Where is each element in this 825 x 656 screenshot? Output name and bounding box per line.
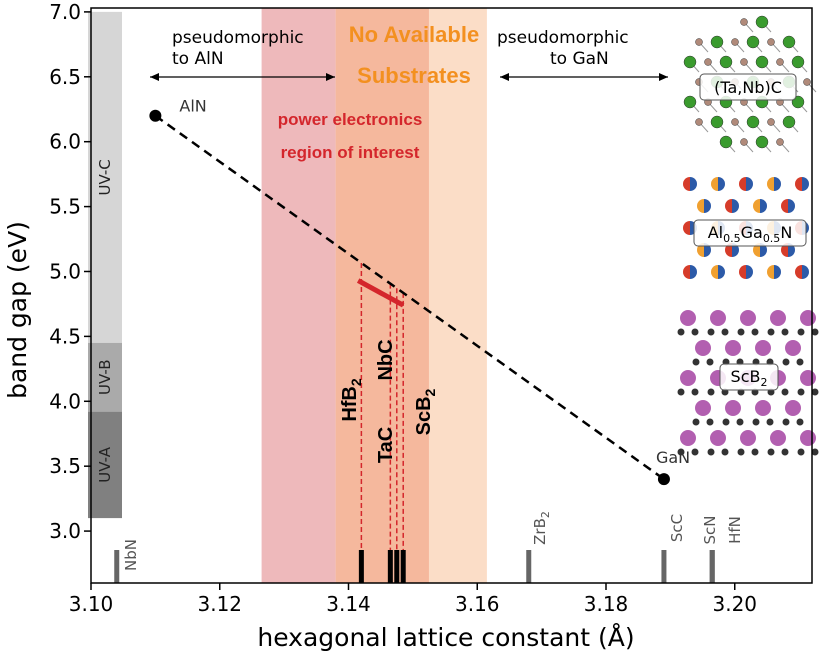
y-tick-label-0: 3.0 (49, 519, 81, 543)
highlight-segment (356, 278, 405, 308)
y-tick-label-3: 4.5 (49, 324, 81, 348)
label-scb2: ScB2 (413, 388, 438, 435)
left-arrow-label-2: to AlN (172, 49, 224, 69)
y-tick-label-8: 7.0 (49, 0, 81, 24)
crystal-label-scb2: ScB2 (719, 363, 779, 391)
axis-ticks: 3.10 3.12 3.14 3.16 3.18 3.20 3.0 3.5 4.0 4.5 5.0 5… (49, 0, 757, 616)
x-tick-label-4: 3.18 (584, 592, 629, 616)
left-arrow-label-1: pseudomorphic (172, 28, 304, 48)
label-scn: ScN (701, 516, 719, 545)
right-arrow-label-2: to GaN (550, 49, 609, 69)
marker-scc (661, 550, 667, 583)
marker-zrb2 (526, 550, 532, 583)
y-tick-label-1: 3.5 (49, 454, 81, 478)
pseudomorphic-arrows (150, 73, 668, 81)
uv-region-uv-a (88, 411, 122, 519)
x-tick-label-1: 3.12 (197, 592, 242, 616)
uv-regions: UV-C UV-B UV-A (88, 11, 122, 519)
svg-text:(Ta,Nb)C: (Ta,Nb)C (714, 78, 782, 97)
svg-text:ScB2: ScB2 (731, 367, 768, 389)
label-tac: TaC (375, 427, 397, 463)
uv-region-uv-c (88, 11, 122, 343)
uv-label-uv-a: UV-A (96, 446, 114, 482)
plot-frame (90, 7, 813, 584)
power-electronics-note-1: power electronics (278, 110, 423, 129)
uv-label-uv-b: UV-B (96, 360, 114, 396)
marker-hfn (709, 550, 715, 583)
x-tick-label-2: 3.14 (326, 592, 371, 616)
label-scc: ScC (668, 514, 686, 542)
uv-label-uv-c: UV-C (96, 159, 114, 195)
y-tick-label-6: 6.0 (49, 130, 81, 154)
marker-tac (387, 550, 393, 583)
label-nbn: NbN (122, 539, 140, 571)
point-gan (657, 473, 670, 486)
y-tick-label-7: 6.5 (49, 65, 81, 89)
substrate-bands (261, 8, 487, 583)
y-tick-label-2: 4.0 (49, 389, 81, 413)
x-tick-label-0: 3.10 (69, 592, 114, 616)
substrate-band-0 (261, 8, 336, 583)
marker-hfb2 (358, 550, 364, 583)
point-label-gan: GaN (656, 448, 690, 467)
svg-text:Al0.5Ga0.5N: Al0.5Ga0.5N (708, 223, 793, 245)
point-label-aln: AlN (179, 97, 206, 116)
marker-scb2 (400, 550, 406, 583)
power-electronics-note-2: region of interest (281, 143, 420, 162)
crystal-scb2-icon (677, 310, 819, 456)
label-nbc: NbC (375, 339, 397, 380)
x-axis-title: hexagonal lattice constant (Å) (257, 623, 634, 652)
y-tick-label-4: 5.0 (49, 259, 81, 283)
label-hfn: HfN (726, 516, 744, 544)
point-aln (149, 109, 162, 122)
right-arrow-label-1: pseudomorphic (497, 28, 629, 48)
label-hfb2: HfB2 (339, 378, 364, 422)
substrate-band-2 (428, 8, 487, 583)
y-tick-label-5: 5.5 (49, 195, 81, 219)
marker-nbn (114, 550, 120, 583)
y-axis-title: band gap (eV) (3, 221, 32, 399)
x-tick-label-5: 3.20 (712, 592, 757, 616)
uv-region-uv-b (88, 342, 122, 412)
crystal-label-tanbc: (Ta,Nb)C (699, 73, 797, 101)
label-zrb2: ZrB2 (531, 511, 552, 545)
no-substrates-title-1: No Available (349, 22, 479, 47)
no-substrates-title-2: Substrates (357, 63, 471, 88)
x-tick-label-3: 3.16 (455, 592, 500, 616)
marker-nbc (394, 550, 400, 583)
crystal-label-algan: Al0.5Ga0.5N (693, 219, 807, 247)
